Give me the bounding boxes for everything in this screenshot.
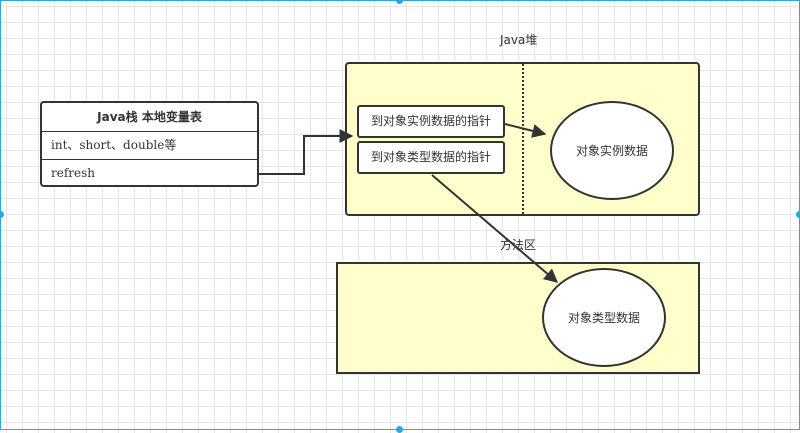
stack-row-primitives: int、short、double等 xyxy=(51,138,177,152)
selection-handle-left[interactable] xyxy=(0,211,4,218)
instance-pointer-box[interactable]: 到对象实例数据的指针 xyxy=(357,105,505,138)
java-heap-label: Java堆 xyxy=(500,33,538,47)
instance-pointer-connector[interactable] xyxy=(504,123,547,138)
java-stack-title: Java栈 本地变量表 xyxy=(42,103,257,132)
type-data-ellipse[interactable]: 对象类型数据 xyxy=(542,268,666,367)
reference-connector[interactable] xyxy=(259,129,354,175)
selection-handle-top[interactable] xyxy=(396,0,403,4)
type-pointer-box[interactable]: 到对象类型数据的指针 xyxy=(357,141,505,174)
java-stack-table[interactable]: Java栈 本地变量表 int、short、double等 refresh xyxy=(40,101,259,187)
selection-handle-right[interactable] xyxy=(796,211,800,218)
instance-data-ellipse[interactable]: 对象实例数据 xyxy=(550,101,674,200)
heap-divider xyxy=(522,64,524,214)
stack-row-reference: refresh xyxy=(42,159,257,185)
type-pointer-connector[interactable] xyxy=(431,174,559,283)
type-data-label: 对象类型数据 xyxy=(567,311,640,325)
instance-data-label: 对象实例数据 xyxy=(575,144,648,158)
